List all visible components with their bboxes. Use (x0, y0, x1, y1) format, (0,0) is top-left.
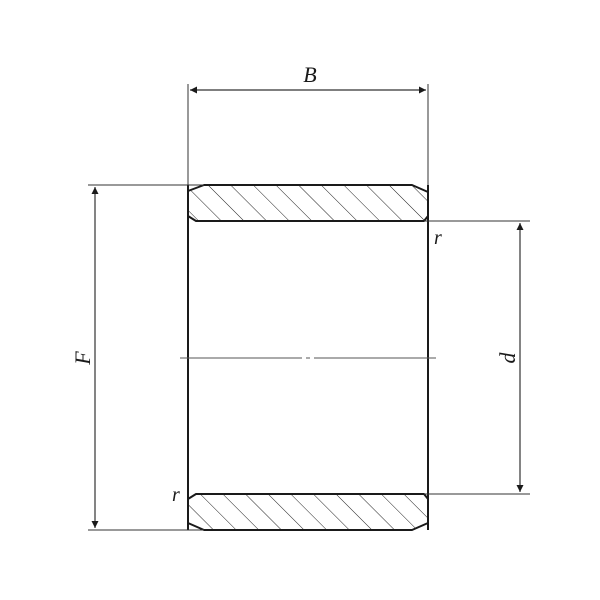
extension-lines-d (424, 220, 530, 495)
extension-lines-b (187, 84, 429, 185)
label-r-top: r (434, 227, 442, 249)
label-b: B (303, 62, 316, 87)
label-f: F (70, 351, 95, 366)
label-d: d (495, 352, 520, 364)
dimension-f: F (70, 187, 99, 528)
dimension-b: B (190, 62, 426, 94)
label-r-bottom: r (172, 484, 180, 506)
dimension-d: d (495, 223, 524, 492)
extension-lines-f (88, 184, 204, 531)
bottom-wall-section (187, 493, 429, 531)
top-wall-section (187, 184, 429, 222)
